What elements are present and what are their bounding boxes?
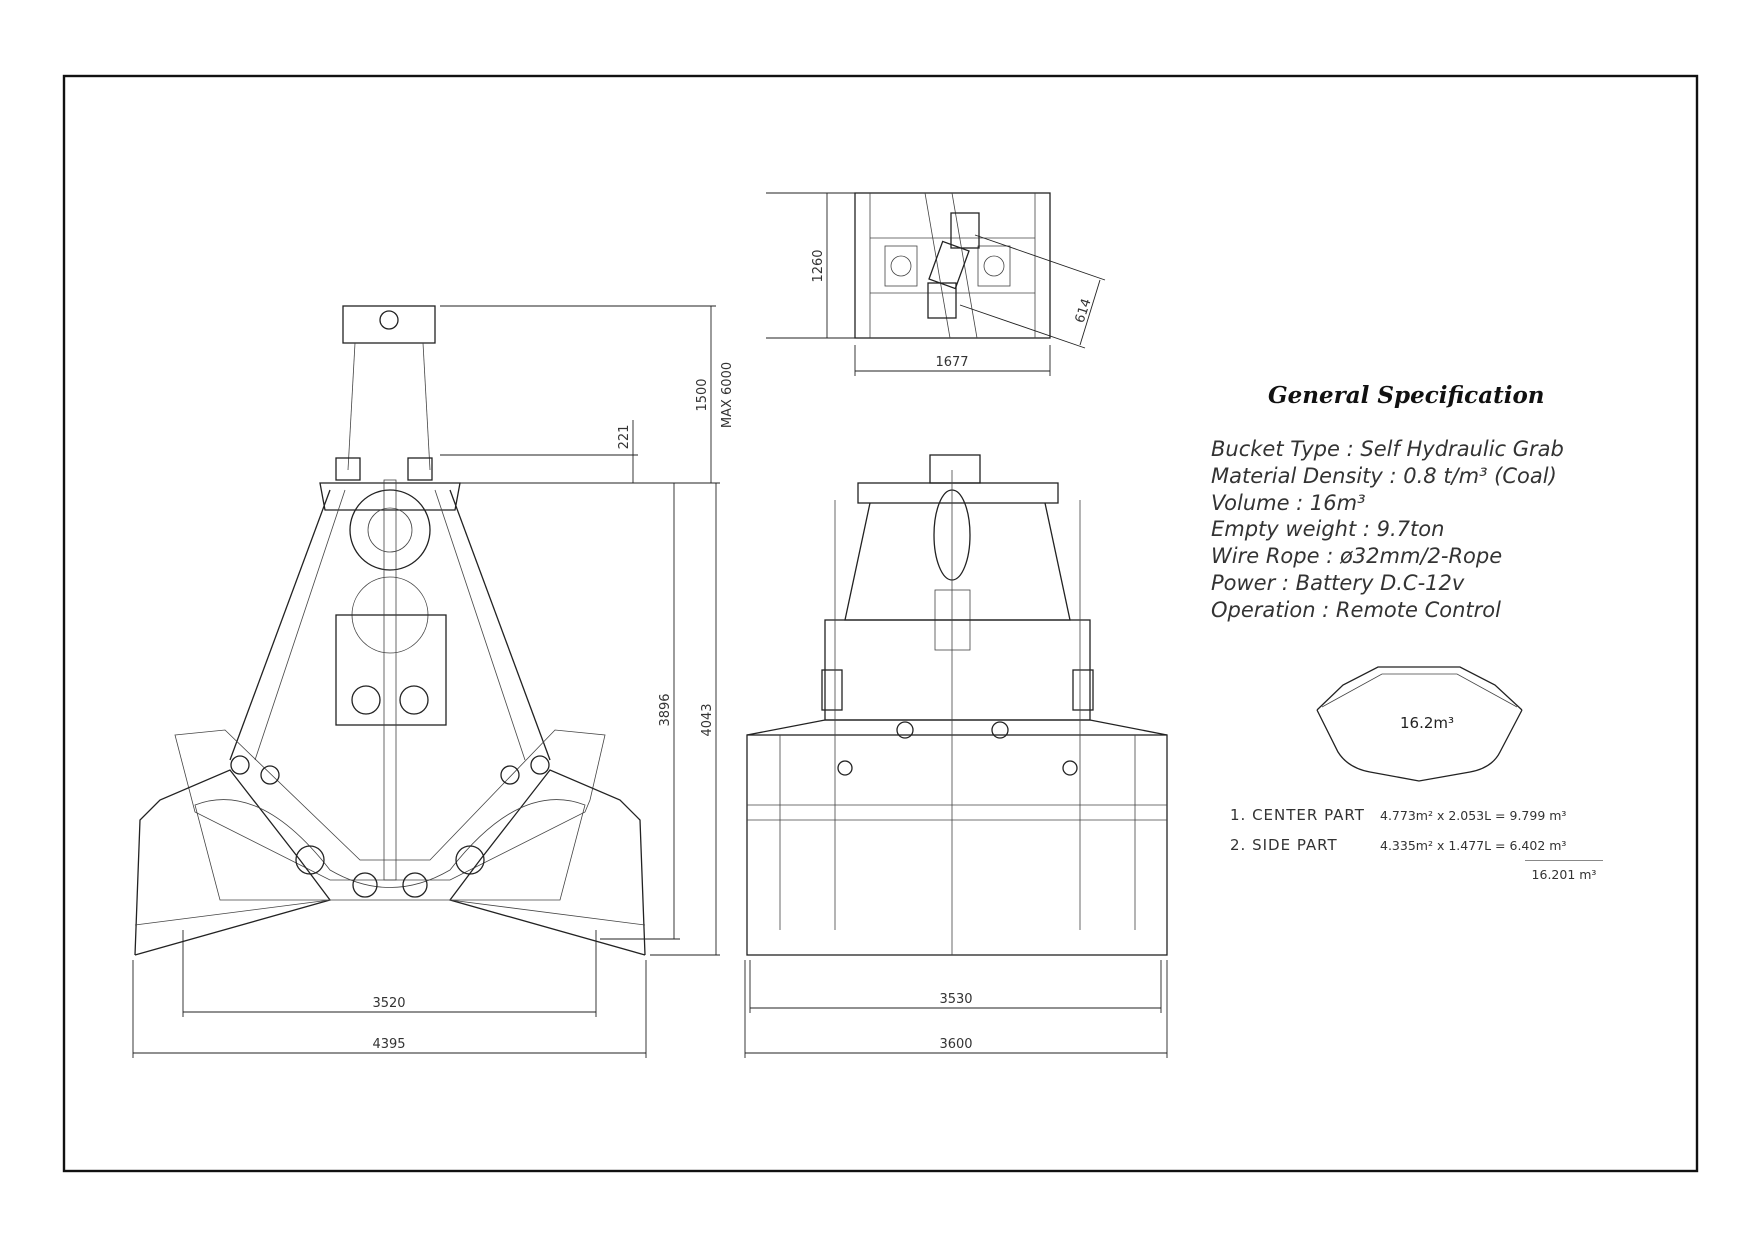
front-view-grab bbox=[134, 305, 646, 956]
bucket-section-shape bbox=[1316, 666, 1523, 782]
dim-3600: 3600 bbox=[939, 1037, 972, 1052]
spec-empty-weight: Empty weight : 9.7ton bbox=[1211, 517, 1445, 542]
dim-4043: 4043 bbox=[700, 703, 715, 736]
spec-title: General Specification bbox=[1268, 382, 1545, 409]
sheet-border bbox=[62, 74, 1699, 1173]
spec-list: Bucket Type : Self Hydraulic Grab Materi… bbox=[1211, 436, 1564, 624]
dim-221: 221 bbox=[617, 425, 632, 450]
spec-bucket-type: Bucket Type : Self Hydraulic Grab bbox=[1211, 437, 1564, 461]
dim-1677: 1677 bbox=[935, 355, 968, 370]
spec-material-density: Material Density : 0.8 t/m³ (Coal) bbox=[1211, 463, 1557, 488]
part-calc: 4.335m² x 1.477L = 6.402 m³ bbox=[1380, 837, 1567, 853]
dim-3520: 3520 bbox=[372, 996, 405, 1011]
dim-max-6000: MAX 6000 bbox=[720, 362, 735, 428]
part-calc: 4.773m² x 2.053L = 9.799 m³ bbox=[1380, 807, 1567, 823]
part-name: 1. CENTER PART bbox=[1230, 806, 1365, 824]
spec-operation: Operation : Remote Control bbox=[1211, 597, 1501, 622]
dim-1500: 1500 bbox=[695, 378, 710, 411]
spec-power: Power : Battery D.C-12v bbox=[1211, 570, 1465, 595]
dim-4395: 4395 bbox=[372, 1037, 405, 1052]
spec-volume: Volume : 16m³ bbox=[1211, 490, 1366, 515]
part-row: 2. SIDE PART 4.335m² x 1.477L = 6.402 m³ bbox=[1230, 830, 1566, 860]
section-volume-label: 16.2m³ bbox=[1400, 714, 1455, 732]
part-row: 1. CENTER PART 4.773m² x 2.053L = 9.799 … bbox=[1230, 800, 1566, 830]
dim-3530: 3530 bbox=[939, 992, 972, 1007]
front-view-dimensions bbox=[132, 305, 720, 1058]
capacity-total: 16.201 m³ bbox=[1525, 860, 1603, 882]
side-view-dimensions bbox=[744, 960, 1168, 1058]
capacity-parts: 1. CENTER PART 4.773m² x 2.053L = 9.799 … bbox=[1230, 800, 1566, 860]
dim-614: 614 bbox=[1073, 297, 1095, 325]
dim-1260: 1260 bbox=[811, 249, 826, 282]
part-name: 2. SIDE PART bbox=[1230, 836, 1338, 854]
top-view bbox=[766, 192, 1106, 376]
spec-wire-rope: Wire Rope : ø32mm/2-Rope bbox=[1211, 544, 1503, 569]
side-view-grab bbox=[746, 454, 1168, 956]
dim-3896: 3896 bbox=[658, 693, 673, 726]
